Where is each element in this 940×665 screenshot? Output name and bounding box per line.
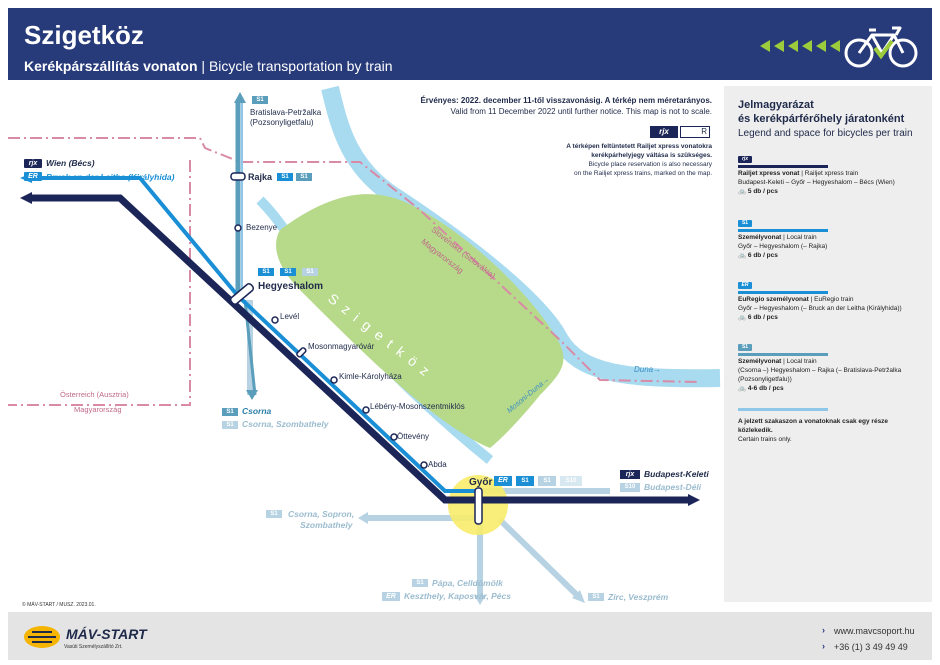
- validity-note: Érvényes: 2022. december 11-től visszavo…: [392, 95, 712, 117]
- bike-icon: 🚲: [738, 314, 747, 321]
- legend-item-s1-local: S1 Személyvonat | Local train Győr – Heg…: [738, 220, 828, 259]
- station-kimle-marker: [330, 376, 338, 384]
- station-abda-marker: [420, 461, 428, 469]
- rjx-reservation-icon: rjx R: [650, 126, 710, 138]
- border-sk-hu: [8, 137, 701, 383]
- rjx-reservation-note: A térképen feltüntetett Railjet xpress v…: [500, 142, 712, 178]
- szigetkoz-area: [276, 194, 564, 448]
- header-banner: Szigetköz Kerékpárszállítás vonaton | Bi…: [8, 8, 932, 80]
- rjx-logo: rjx: [650, 126, 678, 138]
- mav-logo-sub: Vasúti Személyszállító Zrt.: [64, 644, 123, 650]
- rjx-note-hu-1: A térképen feltüntetett Railjet xpress v…: [566, 143, 712, 150]
- bike-icon: 🚲: [738, 252, 747, 259]
- mav-logo: MÁV-START: [66, 626, 147, 642]
- rjx-note-en-2: on the Railjet xpress trains, marked on …: [573, 170, 712, 177]
- legend-item-er: ER EuRegio személyvonat | EuRegio train …: [738, 282, 902, 321]
- subtitle-hu: Kerékpárszállítás vonaton: [24, 58, 198, 74]
- bike-icon: 🚲: [738, 188, 747, 195]
- station-mosonmagyarovar-marker: [296, 347, 307, 358]
- station-gyor-marker: [474, 487, 483, 525]
- station-hegyeshalom-marker: [229, 283, 255, 305]
- arrow-east-icon: [688, 494, 700, 506]
- bicycle-icon: [844, 26, 918, 68]
- bike-icon: 🚲: [738, 385, 747, 392]
- legend-item-rjx: rjx Railjet xpress vonat | Railjet xpres…: [738, 156, 895, 195]
- rjx-note-hu-2: kerékpárhelyjegy váltása is szükséges.: [591, 152, 712, 159]
- footer: MÁV-START Vasúti Személyszállító Zrt. › …: [8, 612, 932, 660]
- subtitle-en: Bicycle transportation by train: [208, 58, 393, 74]
- station-level-marker: [271, 316, 279, 324]
- chevron-right-icon: ›: [822, 641, 825, 651]
- chevron-right-icon: ›: [822, 625, 825, 635]
- rjx-note-en-1: Bicycle place reservation is also necess…: [588, 161, 712, 168]
- arrow-south-icon: [246, 390, 258, 400]
- subtitle-separator: |: [197, 58, 209, 74]
- legend-heading-en: Legend and space for bicycles per train: [738, 128, 913, 139]
- station-lebeny-marker: [362, 406, 370, 414]
- bike-reservation-icon: R: [680, 126, 710, 138]
- copyright: © MÁV-START / MUSZ. 2023.01.: [22, 602, 96, 608]
- arrow-west-icon: [20, 192, 32, 204]
- validity-hu: Érvényes: 2022. december 11-től visszavo…: [420, 96, 712, 105]
- validity-en: Valid from 11 December 2022 until furthe…: [450, 107, 712, 116]
- arrow-sw-icon: [474, 595, 486, 605]
- page-title: Szigetköz: [24, 20, 144, 50]
- legend-item-partial: A jelzett szakaszon a vonatoknak csak eg…: [738, 404, 923, 444]
- station-ottevény-marker: [390, 433, 398, 441]
- arrow-se-icon: [572, 590, 585, 603]
- arrow-north-icon: [234, 92, 246, 103]
- border-at-hu: [8, 160, 191, 406]
- mav-logo-icon: [24, 626, 60, 648]
- page-subtitle: Kerékpárszállítás vonaton | Bicycle tran…: [24, 58, 393, 74]
- line-zirc-light: [497, 517, 583, 601]
- station-rajka-marker: [230, 172, 246, 181]
- arrow-west2-icon: [20, 173, 32, 183]
- arrow-west3-icon: [358, 512, 368, 524]
- website-link[interactable]: www.mavcsoport.hu: [834, 626, 915, 636]
- station-bezenye-marker: [234, 224, 242, 232]
- arrow-decoration-icon: [760, 40, 840, 52]
- phone-number[interactable]: +36 (1) 3 49 49 49: [834, 642, 908, 652]
- legend-item-s1-bratislava: S1 Személyvonat | Local train (Csorna –)…: [738, 344, 902, 392]
